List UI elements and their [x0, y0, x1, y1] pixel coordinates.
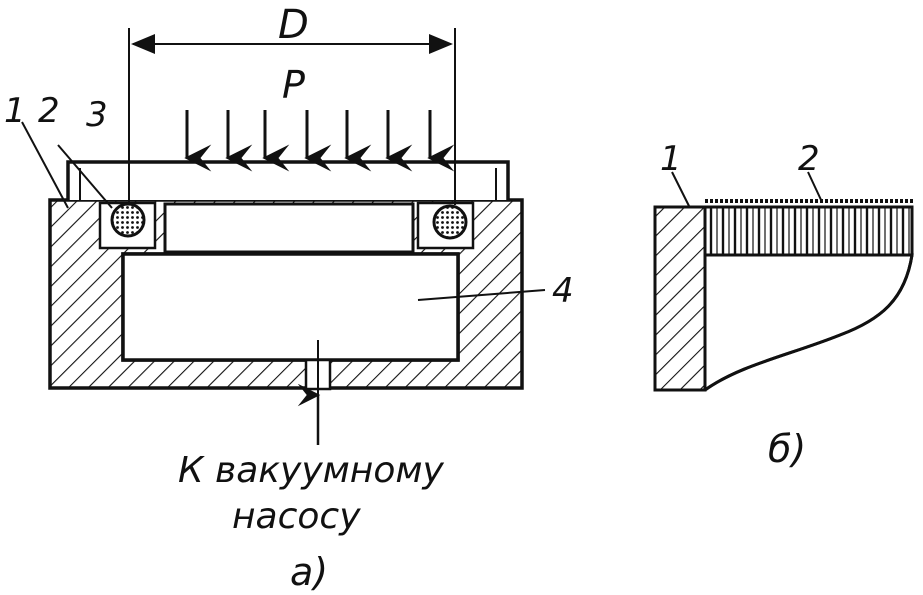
left-seal-ring: [110, 202, 146, 238]
label-d: D: [278, 2, 309, 48]
right-seal-ring: [432, 204, 468, 240]
upper-cavity: [163, 202, 415, 254]
caption-a: а): [290, 550, 328, 594]
pressure-arrows: [184, 110, 455, 172]
inner-chamber: [121, 252, 460, 362]
leader-lines: [21, 121, 546, 301]
figure-b: [653, 171, 914, 392]
caption-b: б): [768, 427, 806, 471]
cover-plate: [66, 160, 510, 200]
label-p: P: [282, 63, 305, 107]
figure-a: [21, 28, 546, 445]
dimension-d: [128, 28, 456, 205]
label-part-4: 4: [552, 271, 574, 311]
b-layer: [703, 205, 914, 257]
b-leader-1: [671, 171, 691, 209]
pump-label-line2: насосу: [232, 496, 361, 537]
label-part-3: 3: [86, 95, 108, 135]
label-b-part-2: 2: [798, 139, 820, 179]
label-b-part-1: 1: [660, 139, 682, 179]
b-curve: [704, 254, 914, 392]
b-leader-2: [807, 171, 823, 203]
label-part-1: 1: [4, 91, 26, 131]
pump-label-line1: К вакуумному: [178, 450, 445, 491]
b-hatched-wall: [653, 205, 707, 392]
label-part-2: 2: [38, 91, 60, 131]
